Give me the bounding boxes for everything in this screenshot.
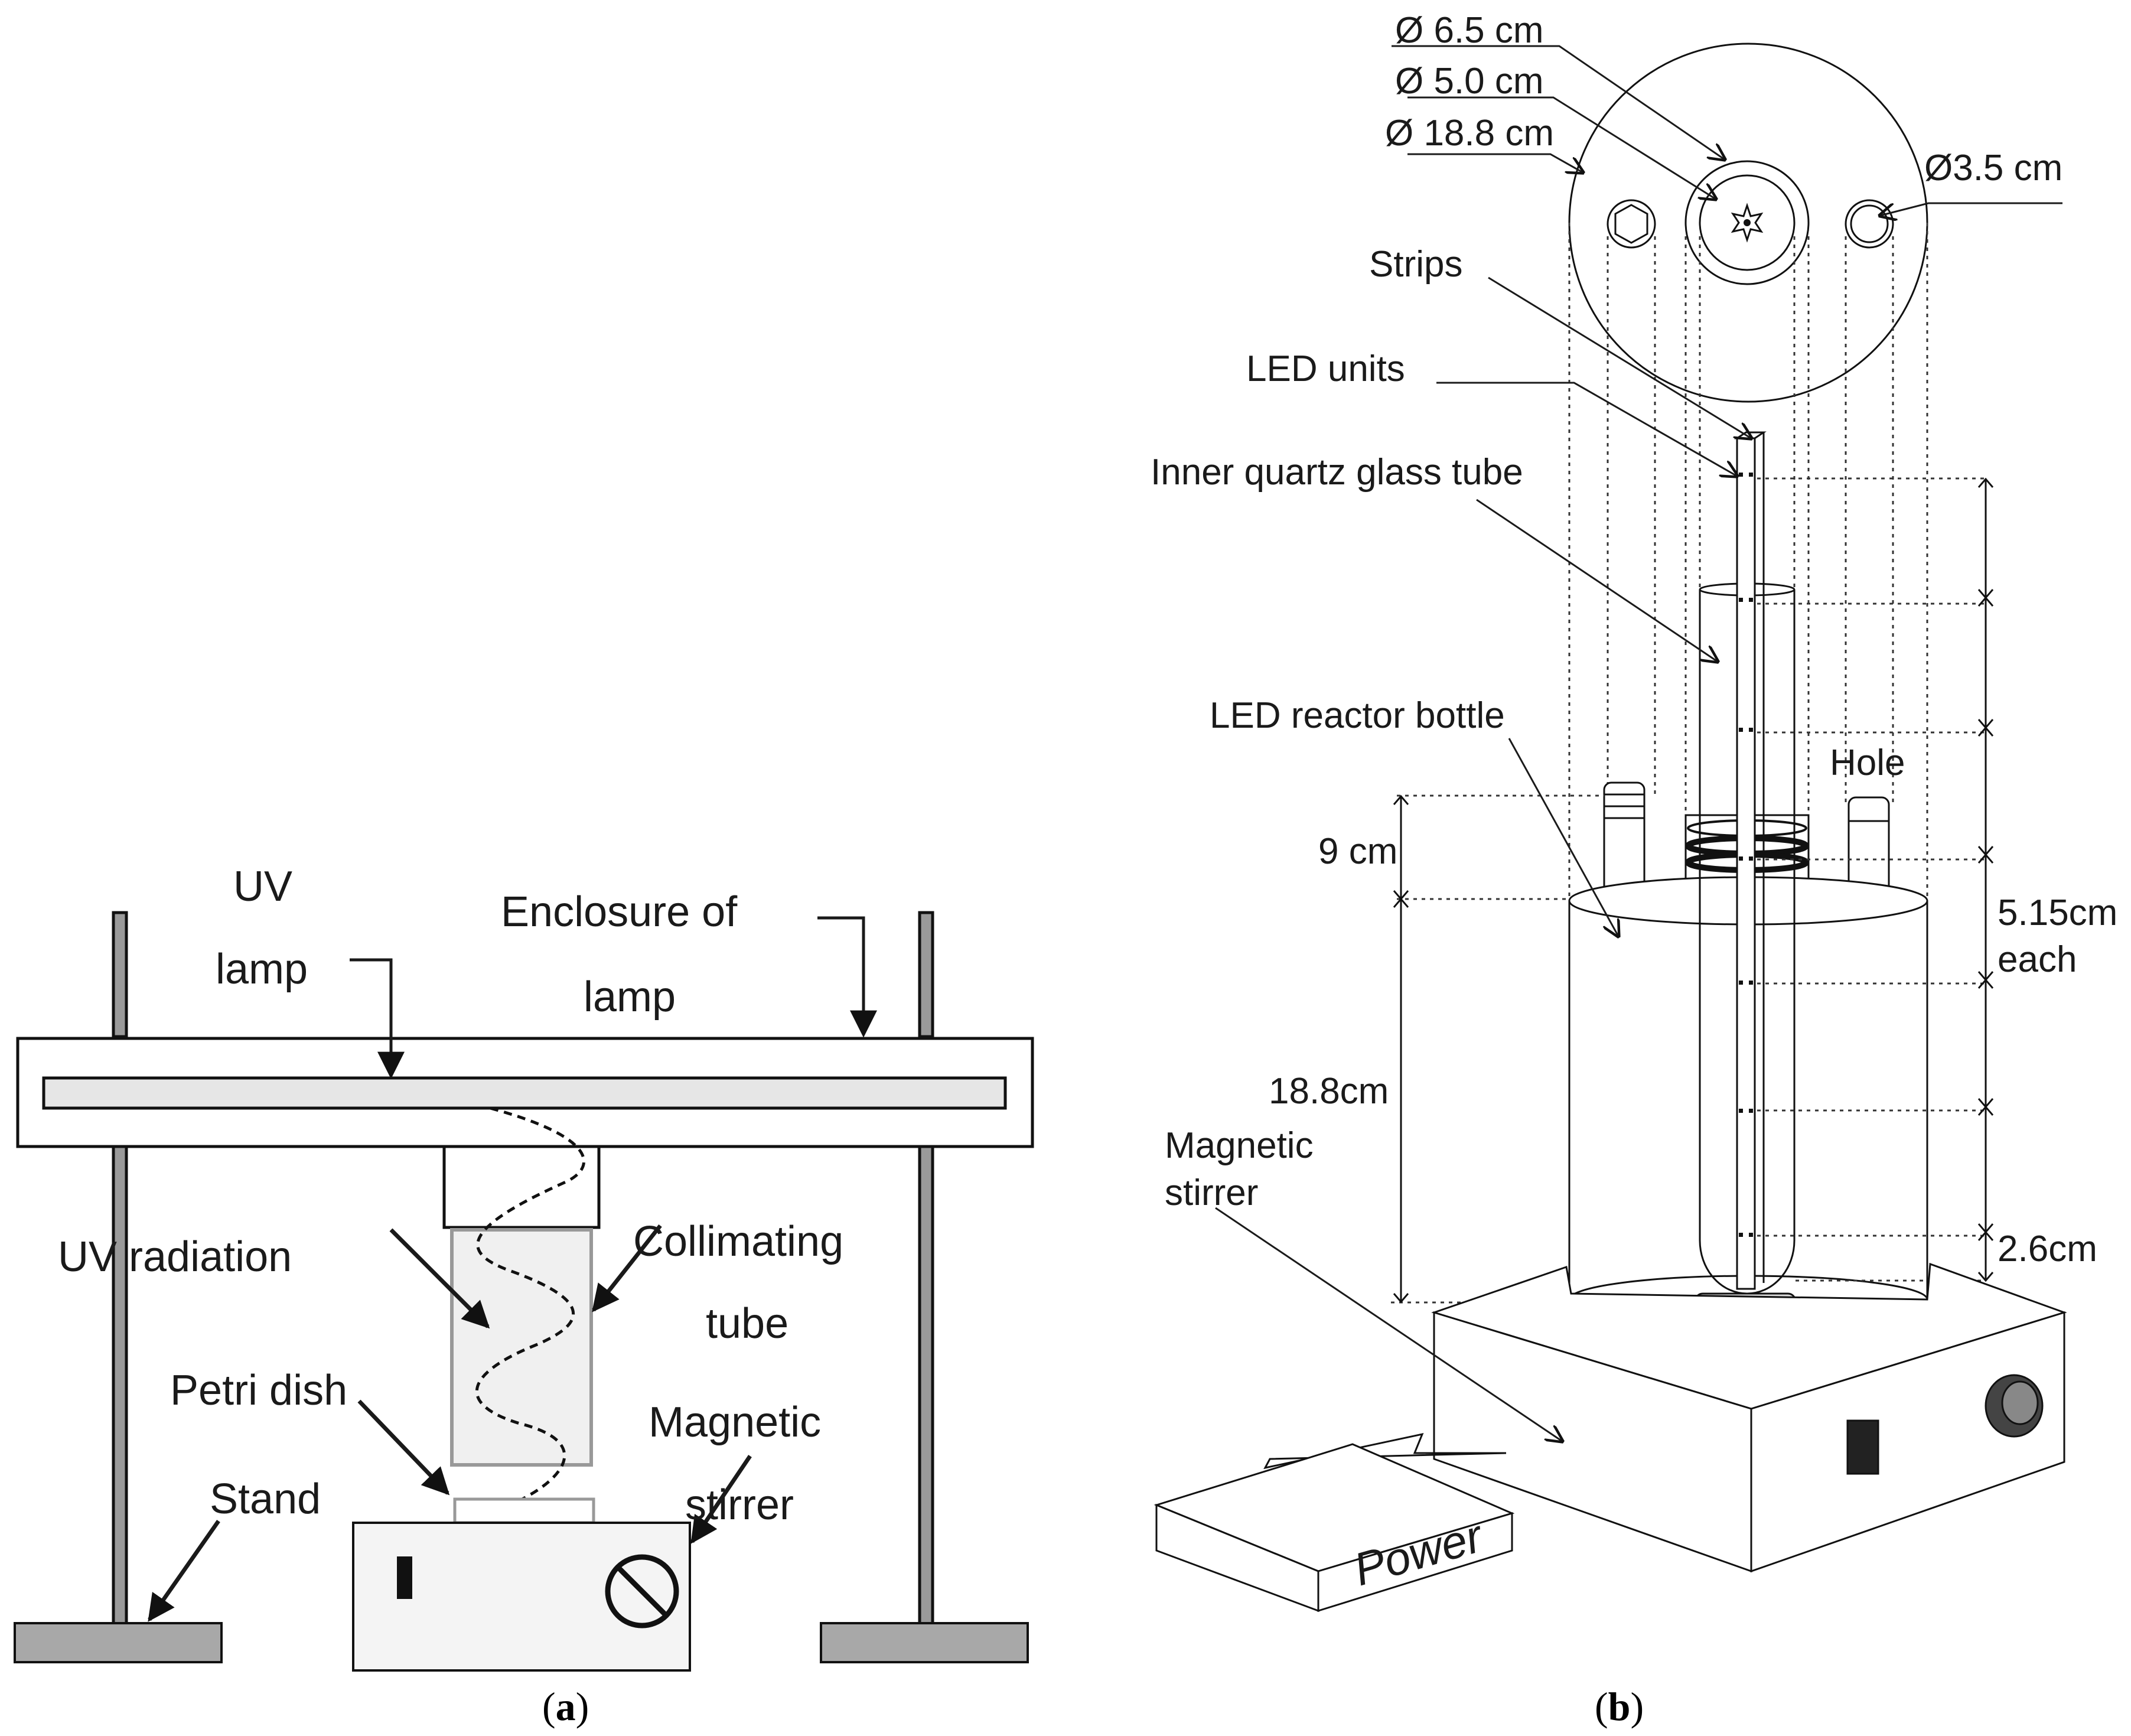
leader-dia-quartz: [1407, 96, 1716, 199]
left-neck: [1603, 781, 1646, 902]
left-stand: [14, 911, 223, 1663]
label-enclosure-1: Enclosure of: [501, 888, 738, 936]
label-uv-radiation: UV radiation: [58, 1233, 292, 1281]
label-dia-inner: Ø 6.5 cm: [1395, 10, 1544, 51]
collimating-tube: [450, 1228, 593, 1467]
enclosure-arrow: [817, 916, 877, 1038]
caption-a-letter: a: [556, 1684, 576, 1729]
petri-dish: [453, 1497, 595, 1525]
label-collimating-1: Collimating: [633, 1218, 843, 1265]
stirrer-power-switch: [1846, 1419, 1879, 1475]
top-hole-right-icon: [1845, 199, 1894, 249]
collimating-arrow: [592, 1224, 662, 1312]
caption-a: (a): [542, 1684, 589, 1729]
label-enclosure-2: lamp: [584, 973, 676, 1021]
label-led-units: LED units: [1246, 348, 1405, 389]
label-inner-tube: Inner quartz glass tube: [1151, 452, 1523, 493]
magnetic-stirrer-b: [1431, 1262, 2067, 1573]
right-stand: [820, 911, 1029, 1663]
label-neck-height: 9 cm: [1318, 831, 1397, 872]
magnetic-stirrer-arrow-b: [1215, 1207, 1562, 1441]
top-hole-left-icon: [1607, 199, 1656, 249]
panel-a: UV lamp Enclosure of lamp UV radiation C…: [14, 863, 1034, 1729]
label-magnetic-2-a: stirrer: [685, 1481, 794, 1529]
label-reactor-bottle: LED reactor bottle: [1210, 695, 1505, 736]
petri-dish-arrow: [357, 1399, 450, 1496]
collimator-top: [442, 1145, 601, 1229]
label-hole: Hole: [1830, 742, 1905, 783]
leader-dia-hole: [1880, 202, 2062, 216]
label-uv-lamp-1: UV: [233, 863, 292, 910]
magnetic-stirrer-arrow-a: [690, 1455, 752, 1544]
label-magnetic-2-b: stirrer: [1165, 1172, 1258, 1213]
label-bottom-gap: 2.6cm: [1998, 1229, 2097, 1269]
label-dia-bottle: Ø 18.8 cm: [1385, 113, 1554, 154]
label-strips: Strips: [1369, 244, 1462, 285]
label-collimating-2: tube: [706, 1300, 788, 1347]
caption-b: (b): [1595, 1684, 1644, 1729]
strips-arrow: [1488, 276, 1751, 438]
leader-dia-bottle: [1407, 153, 1583, 172]
label-bottle-height: 18.8cm: [1269, 1071, 1389, 1112]
label-dia-hole: Ø3.5 cm: [1924, 148, 2062, 188]
stirrer-switch: [397, 1556, 412, 1599]
label-uv-lamp-2: lamp: [216, 946, 308, 993]
led-units-arrow: [1436, 382, 1737, 476]
label-magnetic-1-a: Magnetic: [649, 1399, 821, 1446]
label-dia-quartz: Ø 5.0 cm: [1395, 61, 1544, 102]
stand-arrow: [148, 1519, 220, 1622]
stirrer-knob-icon: [605, 1554, 679, 1628]
label-spacing-1: 5.15cm: [1998, 893, 2117, 933]
caption-b-letter: b: [1608, 1684, 1631, 1729]
stirrer-dial-icon: [1985, 1374, 2044, 1438]
uv-lamp-arrow: [350, 958, 405, 1079]
label-spacing-2: each: [1998, 939, 2077, 980]
uv-lamp-tube: [42, 1076, 1007, 1110]
dimension-bar-left: [1393, 794, 1409, 1304]
uv-radiation-arrow: [389, 1228, 490, 1329]
label-magnetic-1-b: Magnetic: [1165, 1125, 1314, 1166]
reactor-bottle-arrow: [1508, 738, 1618, 936]
label-petri-dish: Petri dish: [170, 1367, 347, 1414]
top-view: [1568, 43, 1928, 403]
inner-tube-arrow: [1476, 499, 1718, 662]
leader-dia-inner: [1392, 45, 1725, 159]
label-stand: Stand: [210, 1476, 321, 1523]
power-supply: Power: [1154, 1432, 1515, 1613]
dimension-bar-right: [1977, 477, 1994, 1282]
panel-b: Power Ø 6.5 cm Ø 5.0 cm Ø 18.8 cm Ø3.5 c…: [1151, 10, 2117, 1729]
